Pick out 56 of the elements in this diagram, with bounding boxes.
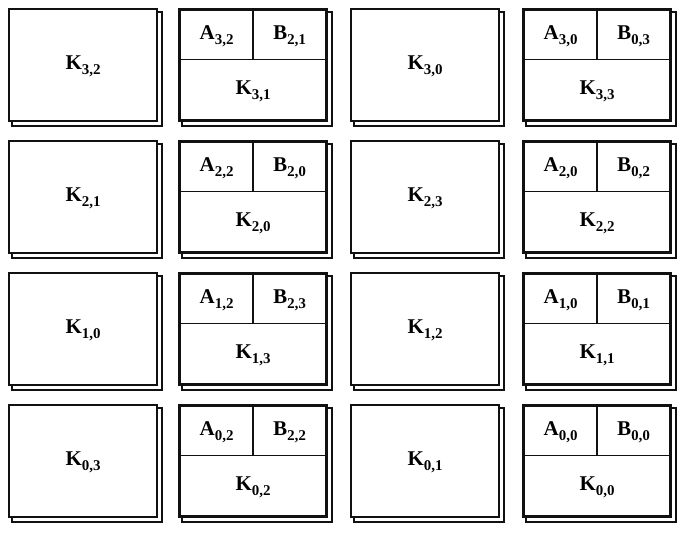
block-cell — [180, 142, 253, 192]
matrix-label: K$_{3,0}$ — [407, 50, 443, 80]
matrix-label: B$_{0,1}$ — [617, 284, 650, 314]
block-cell — [597, 406, 670, 456]
block-cell — [524, 406, 597, 456]
matrix-label: K$_{1,2}$ — [407, 314, 443, 344]
block-cell — [253, 10, 326, 60]
matrix-label: A$_{1,2}$ — [200, 284, 234, 314]
block-cell — [180, 406, 253, 456]
block-cell — [524, 191, 670, 252]
block-cell — [180, 323, 326, 384]
block-cell — [253, 142, 326, 192]
matrix-label: K$_{2,1}$ — [65, 182, 101, 212]
matrix-label: A$_{2,2}$ — [200, 152, 234, 182]
matrix-label: B$_{2,3}$ — [273, 284, 306, 314]
block-cell — [524, 323, 670, 384]
matrix-label: K$_{1,3}$ — [235, 338, 271, 368]
matrix-label: A$_{0,0}$ — [544, 416, 578, 446]
matrix-label: K$_{2,2}$ — [579, 206, 615, 236]
matrix-label: A$_{2,0}$ — [544, 152, 578, 182]
block-cell — [524, 274, 597, 324]
block-cell — [524, 455, 670, 516]
matrix-label: K$_{2,3}$ — [407, 182, 443, 212]
matrix-label: K$_{1,0}$ — [65, 314, 101, 344]
block-cell — [180, 59, 326, 120]
matrix-label: K$_{0,0}$ — [579, 470, 615, 500]
block-cell — [524, 59, 670, 120]
matrix-label: A$_{3,2}$ — [200, 20, 234, 50]
matrix-label: K$_{3,3}$ — [579, 74, 615, 104]
matrix-label: K$_{3,1}$ — [235, 74, 271, 104]
matrix-label: B$_{0,3}$ — [617, 20, 650, 50]
matrix-label: B$_{0,2}$ — [617, 152, 650, 182]
matrix-label: B$_{2,2}$ — [273, 416, 306, 446]
matrix-label: A$_{3,0}$ — [544, 20, 578, 50]
matrix-label: K$_{0,2}$ — [235, 470, 271, 500]
block-cell — [597, 142, 670, 192]
block-cell — [597, 274, 670, 324]
block-cell — [253, 406, 326, 456]
block-cell — [180, 10, 253, 60]
matrix-label: K$_{0,1}$ — [407, 446, 443, 476]
block-cell — [524, 10, 597, 60]
matrix-label: B$_{2,0}$ — [273, 152, 306, 182]
block-cell — [597, 10, 670, 60]
matrix-label: K$_{3,2}$ — [65, 50, 101, 80]
matrix-label: A$_{1,0}$ — [544, 284, 578, 314]
block-cell — [253, 274, 326, 324]
block-cell — [180, 455, 326, 516]
matrix-label: K$_{1,1}$ — [579, 338, 615, 368]
matrix-label: K$_{0,3}$ — [65, 446, 101, 476]
matrix-label: B$_{0,0}$ — [617, 416, 650, 446]
matrix-label: B$_{2,1}$ — [273, 20, 306, 50]
matrix-label: K$_{2,0}$ — [235, 206, 271, 236]
block-cell — [180, 274, 253, 324]
block-cell — [180, 191, 326, 252]
block-cell — [524, 142, 597, 192]
matrix-label: A$_{0,2}$ — [200, 416, 234, 446]
